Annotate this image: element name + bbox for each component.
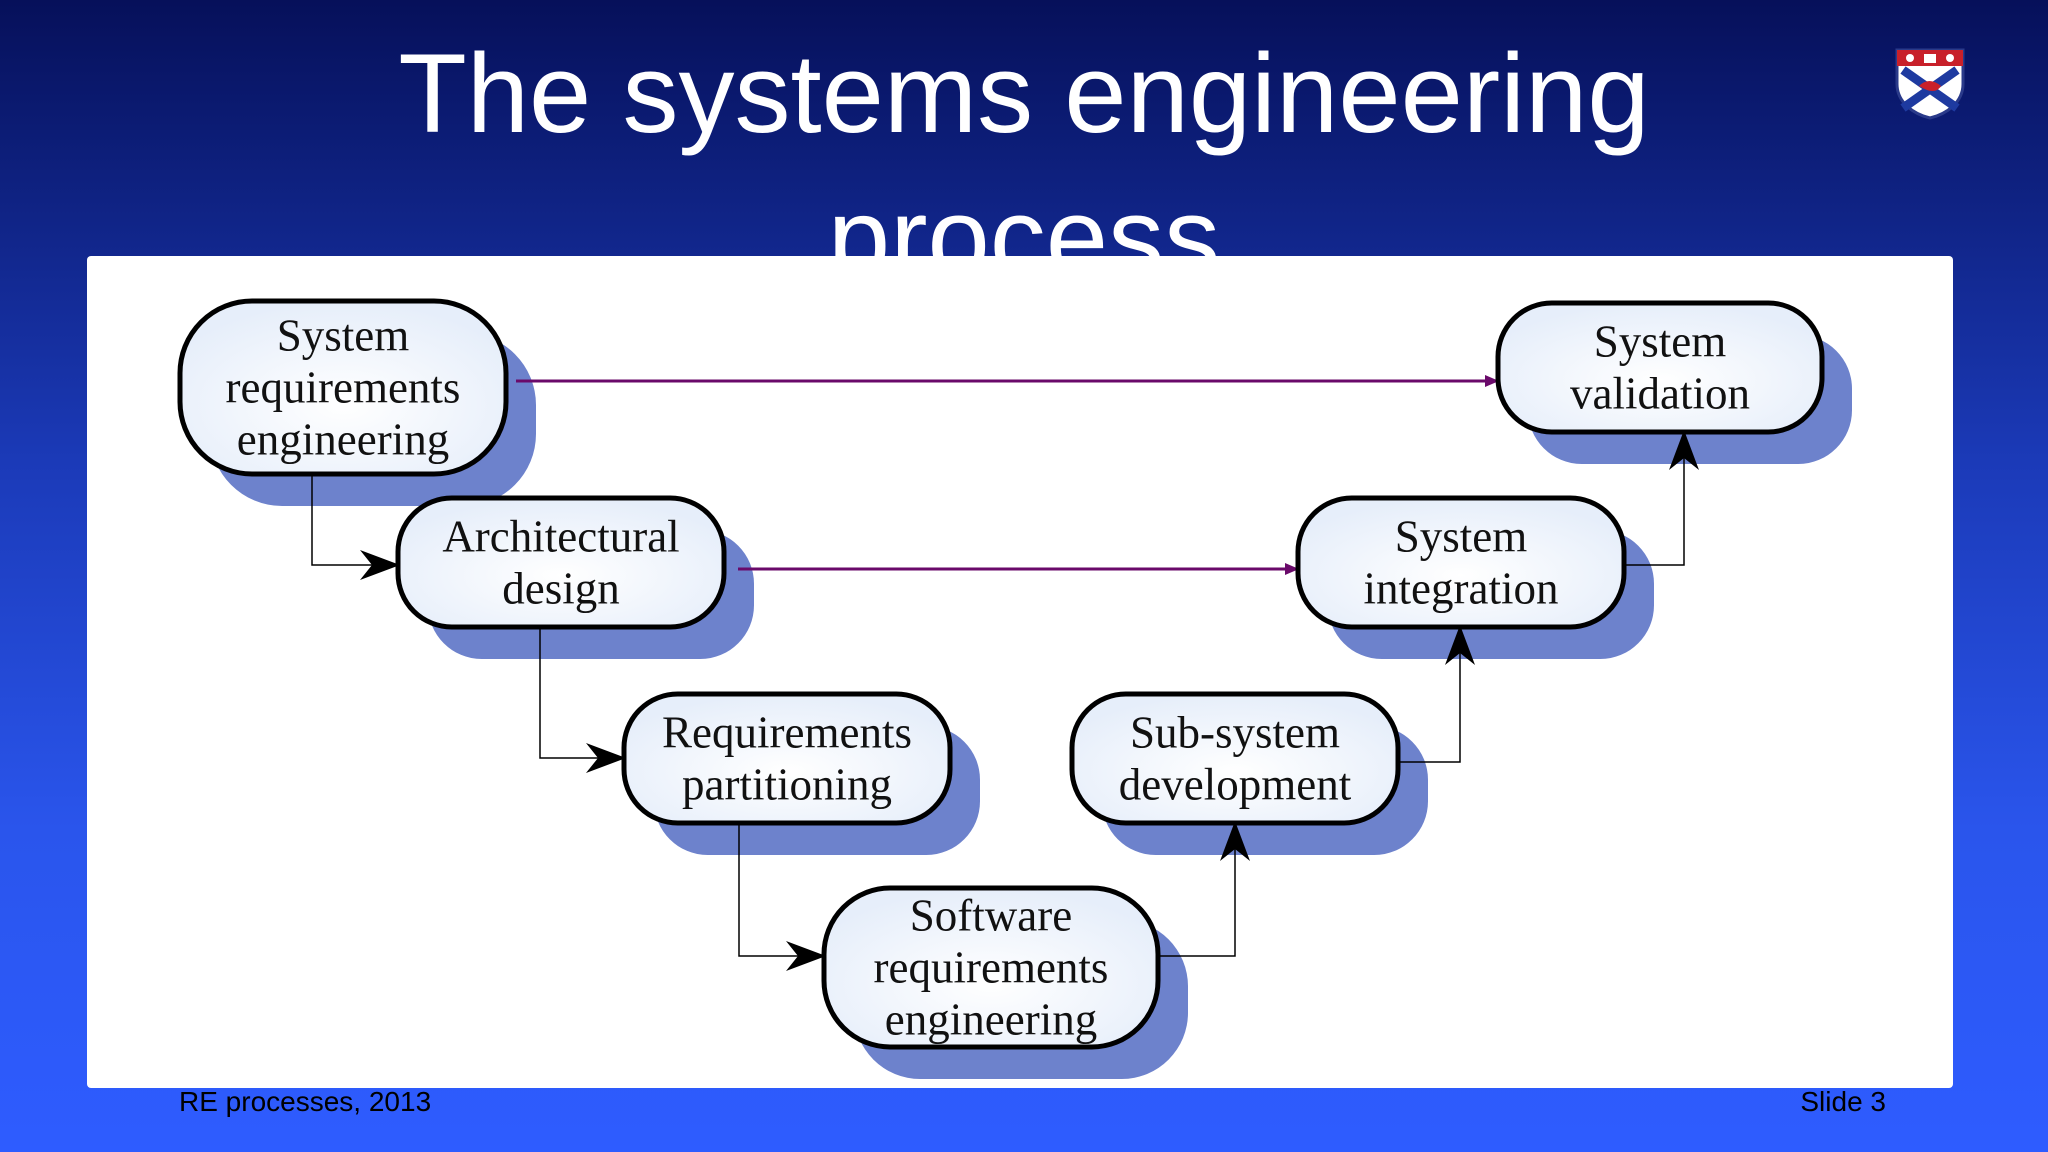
node-label: Requirements <box>662 708 912 758</box>
node-label: Sub-system <box>1130 708 1340 758</box>
footer-caption: RE processes, 2013 <box>179 1086 432 1117</box>
node-label: requirements <box>226 363 461 413</box>
edge-part-to-swre <box>738 823 826 971</box>
slide-number: Slide 3 <box>1800 1086 1886 1117</box>
node-box <box>1495 300 1825 435</box>
node-box <box>1069 691 1401 826</box>
node-box <box>395 495 727 630</box>
edge-arch-to-part <box>539 627 626 773</box>
university-crest-icon <box>1893 46 1967 120</box>
systems-engineering-v-diagram: SystemrequirementsengineeringArchitectur… <box>177 298 1852 1079</box>
node-label: Software <box>910 891 1072 941</box>
node-label: partitioning <box>682 760 892 810</box>
node-label: Architectural <box>442 512 679 562</box>
node-box <box>1295 495 1627 630</box>
node-label: validation <box>1570 369 1750 419</box>
node-box <box>621 691 953 826</box>
edge-swre-to-subdev <box>1158 821 1250 957</box>
node-label: System <box>1395 512 1528 562</box>
edge-subdev-to-integ <box>1398 625 1475 763</box>
edge-integ-to-valid <box>1624 430 1699 566</box>
node-box <box>177 298 509 477</box>
node-label: engineering <box>237 415 449 465</box>
node-box <box>821 885 1161 1050</box>
node-label: requirements <box>874 943 1109 993</box>
node-label: engineering <box>885 995 1097 1045</box>
node-label: development <box>1119 760 1352 810</box>
edge-sre-to-arch <box>311 474 400 580</box>
node-label: integration <box>1364 564 1559 614</box>
node-label: System <box>277 311 410 361</box>
node-label: design <box>502 564 620 614</box>
node-label: System <box>1594 317 1727 367</box>
